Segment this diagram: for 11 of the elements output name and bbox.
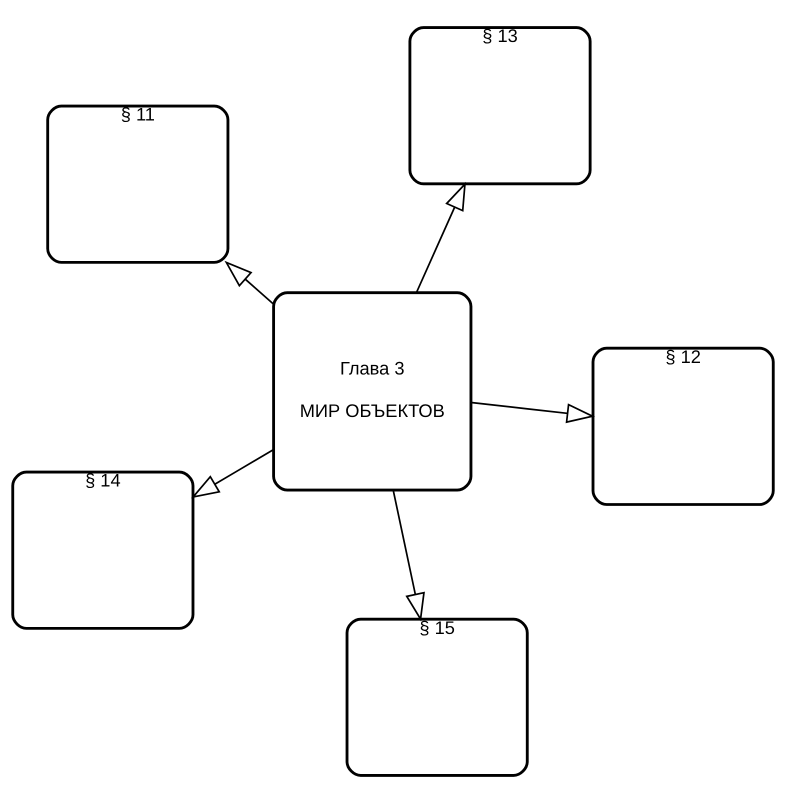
arrow <box>224 260 274 304</box>
node-box: § 11 <box>46 104 230 264</box>
arrow <box>392 490 425 622</box>
node-box: § 13 <box>408 26 592 185</box>
arrow <box>470 401 596 423</box>
node-box: § 14 <box>11 470 194 630</box>
arrow <box>190 448 274 498</box>
node-box: Глава 3 МИР ОБЪЕКТОВ <box>272 290 472 492</box>
arrow <box>416 181 466 293</box>
node-box: § 15 <box>346 617 529 776</box>
node-box: § 12 <box>592 346 775 506</box>
